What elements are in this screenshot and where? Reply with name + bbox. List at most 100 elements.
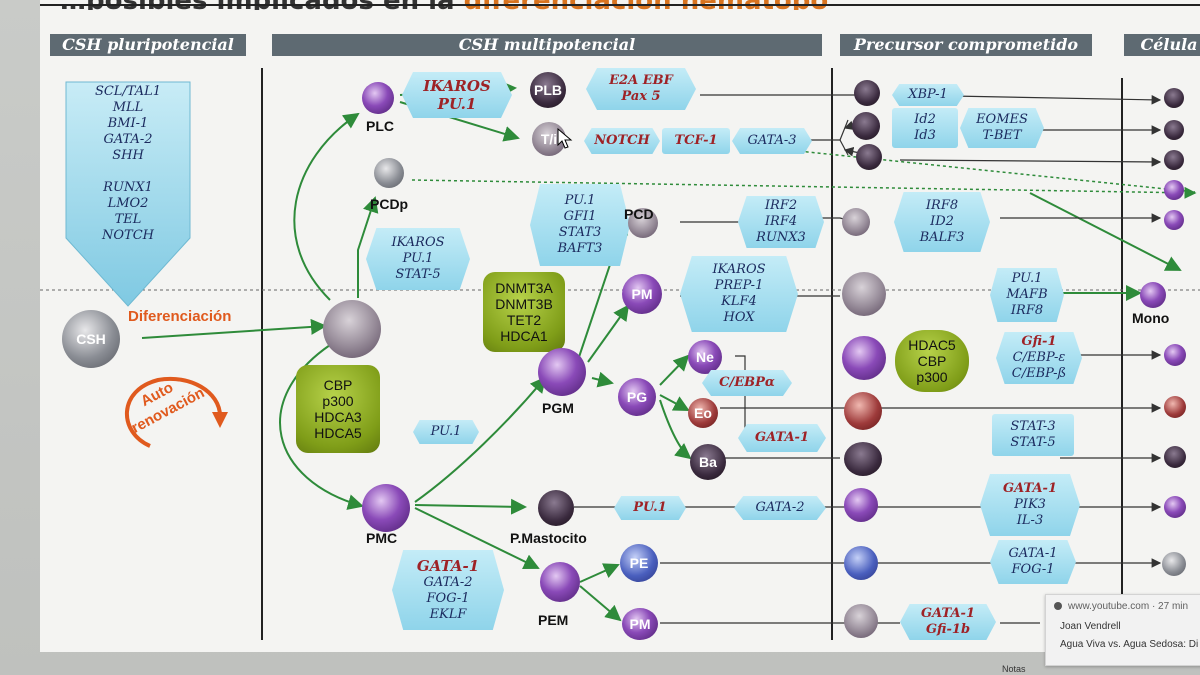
hex-pe-factors: GATA-1 FOG-1 [990, 540, 1076, 584]
cell-label: Ne [696, 349, 714, 365]
tf-text: GATA-1 [921, 606, 975, 621]
cell-mature-eosinophil [1164, 396, 1186, 418]
cell-pgm [538, 348, 586, 396]
pluri-factor: NOTCH [102, 228, 154, 243]
cell-label: PG [626, 389, 648, 405]
cell-eo-precursor [844, 392, 882, 430]
tf-text: Gfi-1b [925, 622, 971, 637]
pluri-factor: BMI-1 [107, 116, 149, 131]
label-pgm: PGM [542, 400, 574, 416]
taskbar-notas[interactable]: Notas [1002, 664, 1026, 674]
youtube-icon [1054, 602, 1062, 611]
tf-text: IKAROS [712, 262, 766, 277]
cell-label: CSH [76, 331, 106, 347]
cell-pm: PM [622, 274, 662, 314]
cell-pg: PG [618, 378, 656, 416]
popup-header: www.youtube.com · 27 min [1054, 601, 1188, 612]
tf-text: EOMES [976, 112, 1028, 127]
tf-text: Id2 [914, 112, 936, 127]
tf-text: E2A EBF [609, 73, 673, 88]
cell-neutro-precursor [842, 336, 886, 380]
popup-video-title[interactable]: Agua Viva vs. Agua Sedosa: Di [1060, 639, 1199, 650]
olive-text: DNMT3A [495, 280, 553, 296]
cell-label: PE [629, 555, 649, 571]
hex-mk-factors: GATA-1 Gfi-1b [900, 604, 996, 640]
youtube-notification[interactable]: www.youtube.com · 27 min Joan Vendrell A… [1045, 594, 1200, 666]
label-plc: PLC [366, 118, 394, 134]
tf-text: HOX [723, 310, 755, 325]
connector-layer [40, 4, 1200, 640]
tf-text: BAFT3 [557, 241, 603, 256]
hex-ne-factors: Gfi-1 C/EBP-ε C/EBP-ß [996, 332, 1082, 384]
tf-text: STAT-3 [1010, 419, 1056, 434]
cell-mk-precursor [844, 604, 878, 638]
olive-text: p300 [916, 369, 948, 385]
cell-pe: PE [620, 544, 658, 582]
hex-plc-factors: IKAROS PU.1 [402, 72, 512, 118]
tf-text: EKLF [429, 607, 467, 622]
label-p-mastocito: P.Mastocito [510, 530, 587, 546]
cell-mature-b [1164, 88, 1184, 108]
mouse-cursor-icon [557, 127, 573, 154]
olive-box-right: HDAC5 CBP p300 [895, 330, 969, 392]
tf-text: PREP-1 [714, 278, 764, 293]
cell-mature-neutrophil [1164, 344, 1186, 366]
cell-pcdp [374, 158, 404, 188]
cell-t-nk: T/i [532, 122, 566, 156]
cell-eo: Eo [688, 398, 718, 428]
hex-pcdp-factors: IKAROS PU.1 STAT-5 [366, 228, 470, 290]
hex-pu1-small: PU.1 [413, 420, 479, 444]
tf-text: GATA-3 [747, 133, 797, 148]
cell-mature-erythrocyte [1162, 552, 1186, 576]
tf-text: IL-3 [1016, 513, 1044, 528]
tf-text: C/EBP-ß [1011, 366, 1067, 381]
diferenciacion-label: Diferenciación [128, 308, 232, 325]
hex-cebpa: C/EBPα [702, 370, 792, 396]
tf-text: C/EBP-ε [1012, 350, 1066, 365]
cell-ba-precursor [844, 442, 882, 476]
cell-mature-t [1164, 150, 1184, 170]
tf-text: FOG-1 [426, 591, 470, 606]
label-pmc: PMC [366, 530, 398, 546]
tf-text: GATA-1 [1003, 481, 1057, 496]
cell-mature-basophil [1164, 446, 1186, 468]
cell-label: Ba [699, 454, 717, 470]
cell-mast-precursor [844, 488, 878, 522]
hex-plb-factors: E2A EBF Pax 5 [586, 68, 696, 110]
tf-text: BALF3 [919, 230, 965, 245]
cell-b-precursor [854, 80, 880, 106]
box-stat-factors: STAT-3 STAT-5 [992, 414, 1074, 456]
cell-csh: CSH [62, 310, 120, 368]
self-renewal-arrow [124, 376, 228, 448]
header-multipotent: CSH multipotencial [272, 34, 822, 56]
pluri-factor: MLL [112, 100, 144, 115]
olive-text: HDCA3 [314, 409, 362, 425]
hex-gata3: GATA-3 [732, 128, 812, 154]
hex-mast-factors: GATA-1 PIK3 IL-3 [980, 474, 1080, 536]
popup-time: · 27 min [1151, 601, 1189, 612]
tf-text: FOG-1 [1011, 562, 1055, 577]
tf-text: STAT-5 [1010, 435, 1056, 450]
pluripotent-factor-arrow [65, 81, 191, 307]
cell-label: PM [629, 616, 651, 632]
cell-mature-mast [1164, 496, 1186, 518]
tf-text: IRF8 [925, 198, 959, 213]
olive-text: CBP [917, 353, 947, 369]
tf-text: T-BET [982, 128, 1022, 143]
olive-text: DNMT3B [495, 296, 553, 312]
cell-ba: Ba [690, 444, 726, 480]
cell-t-precursor [856, 144, 882, 170]
cell-pem [540, 562, 580, 602]
olive-box-mid: DNMT3A DNMT3B TET2 HDCA1 [483, 272, 565, 352]
cell-multipotent [323, 300, 381, 358]
tf-text: XBP-1 [908, 87, 948, 102]
pluri-factor: SHH [112, 148, 144, 163]
header-precursor: Precursor comprometido [840, 34, 1092, 56]
popup-url: www.youtube.com [1068, 601, 1150, 612]
pluri-spacer [66, 164, 190, 180]
cell-erythro-precursor [844, 546, 878, 580]
olive-text: HDAC5 [908, 337, 956, 353]
tf-text: IRF2 [764, 198, 798, 213]
cell-ne: Ne [688, 340, 722, 374]
